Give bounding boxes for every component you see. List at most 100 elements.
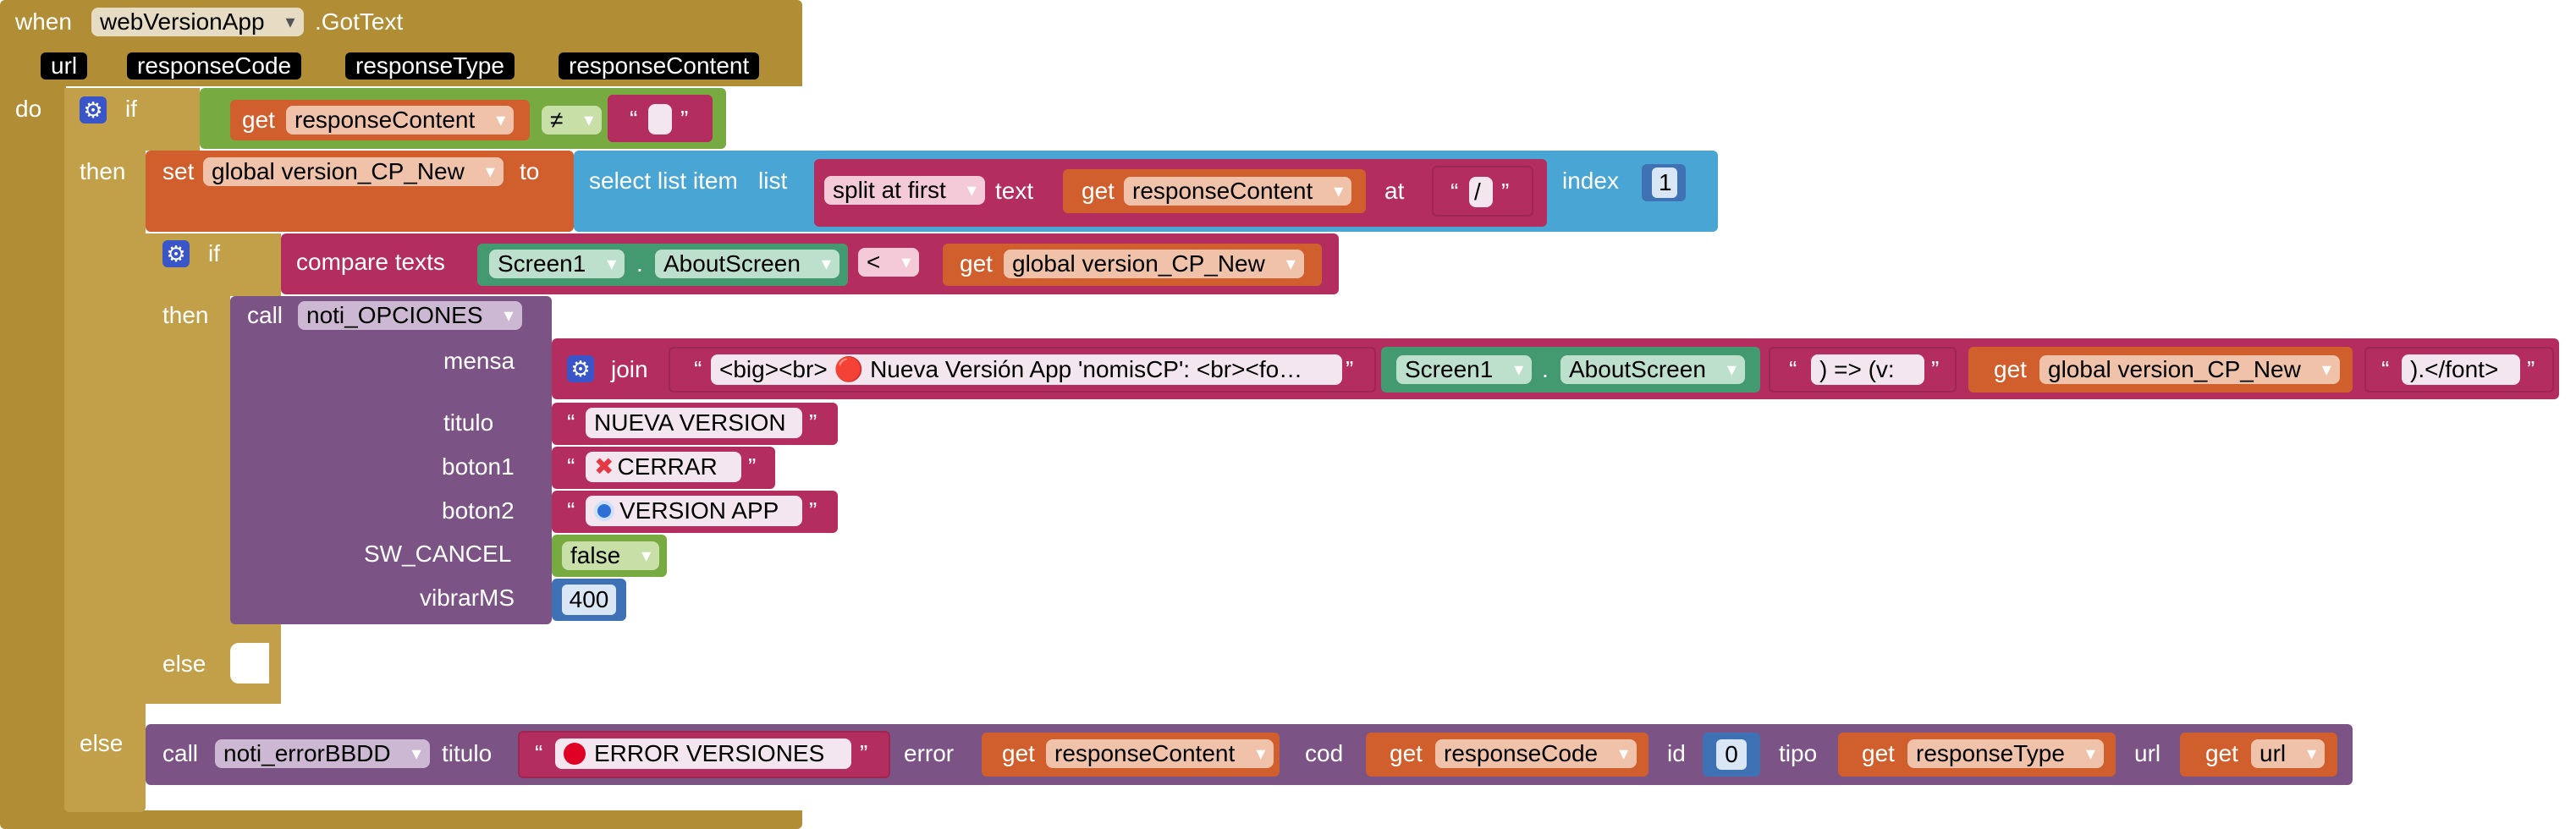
error-var-dropdown[interactable]: responseContent [1046, 739, 1274, 768]
param-responseType[interactable]: responseType [345, 52, 515, 80]
component-dropdown[interactable]: webVersionApp [91, 8, 304, 36]
join-screen-dropdown[interactable]: Screen1 [1396, 355, 1533, 384]
quote-close-6: ” [809, 409, 817, 436]
event-block-gottext[interactable]: when webVersionApp .GotText url response… [0, 0, 802, 829]
target-icon [594, 501, 614, 521]
global-var-dropdown[interactable]: global version_CP_New [1004, 250, 1304, 278]
join-dot-label: . [1542, 356, 1549, 382]
set-var-dropdown[interactable]: global version_CP_New [203, 157, 504, 186]
slash-field[interactable]: / [1469, 177, 1493, 207]
event-footer [0, 810, 802, 829]
index-value[interactable]: 1 [1652, 167, 1677, 198]
join-text2-field[interactable]: ) => (v: [1811, 354, 1924, 385]
titulo-field[interactable]: NUEVA VERSION [586, 408, 802, 438]
tipo-get-label: get [1862, 740, 1895, 766]
gear-icon[interactable]: ⚙ [567, 355, 594, 382]
param-responseContent[interactable]: responseContent [559, 52, 760, 80]
quote-close-3: ” [1346, 356, 1354, 382]
call2-id-label: id [1667, 740, 1686, 766]
operator-dropdown[interactable]: ≠ [542, 106, 603, 135]
select-list-item-label: select list item [589, 167, 738, 194]
boton1-value: CERRAR [617, 453, 718, 480]
url-var-dropdown[interactable]: url [2251, 739, 2326, 768]
quote-open-5: “ [2381, 356, 2390, 382]
when-label: when [15, 8, 72, 35]
boton2-value: VERSION APP [619, 497, 779, 524]
empty-text-field[interactable] [648, 104, 672, 135]
if1-rail [64, 88, 146, 812]
call2-error-label: error [904, 740, 955, 766]
join-var-dropdown[interactable]: global version_CP_New [2039, 355, 2340, 384]
if2-label: if [208, 240, 220, 266]
if2-else-label: else [162, 651, 206, 677]
error-get-label: get [1002, 740, 1035, 766]
if2-then-label: then [162, 302, 209, 328]
quote-close-7: ” [748, 453, 757, 480]
tipo-var-dropdown[interactable]: responseType [1907, 739, 2104, 768]
cross-mark-icon: ✖ [594, 453, 614, 480]
cod-get-label: get [1390, 740, 1423, 766]
arg-mensa-label: mensa [443, 348, 515, 374]
quote-open-6: “ [567, 409, 575, 436]
boton1-field[interactable]: ✖CERRAR [586, 452, 741, 482]
error-title-value: ERROR VERSIONES [594, 740, 825, 766]
to-label: to [520, 158, 540, 184]
arg-vibrar-label: vibrarMS [420, 585, 515, 611]
procedure-dropdown[interactable]: noti_OPCIONES [298, 301, 522, 330]
if-block-inner[interactable] [146, 233, 281, 704]
arg-sw-cancel-label: SW_CANCEL [364, 541, 512, 567]
split-mode-dropdown[interactable]: split at first [824, 176, 985, 205]
join-text1-field[interactable]: <big><br> 🔴 Nueva Versión App 'nomisCP':… [711, 354, 1342, 385]
join-text3-field[interactable]: ).</font> [2402, 354, 2520, 385]
procedure2-dropdown[interactable]: noti_errorBBDD [215, 739, 430, 768]
if1-label: if [125, 96, 137, 122]
quote-close-2: ” [1501, 178, 1510, 205]
call-noti-opciones-block[interactable] [230, 296, 552, 624]
if-block-outer[interactable] [64, 88, 200, 812]
event-name-label: .GotText [315, 8, 404, 35]
compare-texts-label: compare texts [296, 249, 445, 275]
quote-close: ” [680, 106, 689, 132]
dot-label: . [636, 250, 643, 277]
arg-boton2-label: boton2 [442, 497, 515, 524]
call2-label: call [162, 740, 199, 766]
param-responseCode[interactable]: responseCode [127, 52, 302, 80]
arg-boton1-label: boton1 [442, 453, 515, 480]
property-dropdown[interactable]: AboutScreen [655, 250, 839, 278]
compare-op-dropdown[interactable]: < [858, 248, 920, 277]
if2-else-slot[interactable] [230, 643, 269, 684]
event-rail [0, 85, 66, 812]
quote-close-9: ” [860, 740, 868, 766]
error-title-field[interactable]: ERROR VERSIONES [555, 738, 851, 769]
quote-open-8: “ [567, 497, 575, 524]
do-label: do [15, 96, 42, 122]
get-label-2: get [1082, 178, 1115, 204]
quote-open: “ [630, 106, 638, 132]
vibrar-value[interactable]: 400 [562, 585, 616, 615]
join-get-label: get [1994, 356, 2027, 382]
url-get-label: get [2205, 740, 2238, 766]
boton2-field[interactable]: VERSION APP [586, 496, 802, 526]
quote-close-5: ” [2527, 356, 2535, 382]
gear-icon[interactable]: ⚙ [162, 240, 190, 267]
get-var-dropdown-2[interactable]: responseContent [1124, 177, 1352, 206]
get-label-3: get [960, 250, 993, 277]
set-label: set [162, 158, 195, 184]
quote-open-9: “ [535, 740, 543, 766]
index-label: index [1562, 167, 1619, 194]
boolean-dropdown[interactable]: false [562, 541, 660, 570]
gear-icon[interactable]: ⚙ [80, 96, 107, 124]
quote-open-4: “ [1789, 356, 1797, 382]
if1-else-label: else [80, 730, 124, 756]
id-value[interactable]: 0 [1716, 739, 1747, 770]
cod-var-dropdown[interactable]: responseCode [1435, 739, 1638, 768]
call2-titulo-label: titulo [442, 740, 493, 766]
join-prop-dropdown[interactable]: AboutScreen [1560, 355, 1745, 384]
red-circle-icon [564, 743, 586, 765]
quote-open-2: “ [1450, 178, 1459, 205]
screen-dropdown[interactable]: Screen1 [489, 250, 625, 278]
call2-cod-label: cod [1305, 740, 1344, 766]
param-url[interactable]: url [41, 52, 88, 80]
var-dropdown[interactable]: responseContent [286, 106, 515, 135]
split-text-label: text [995, 178, 1034, 204]
